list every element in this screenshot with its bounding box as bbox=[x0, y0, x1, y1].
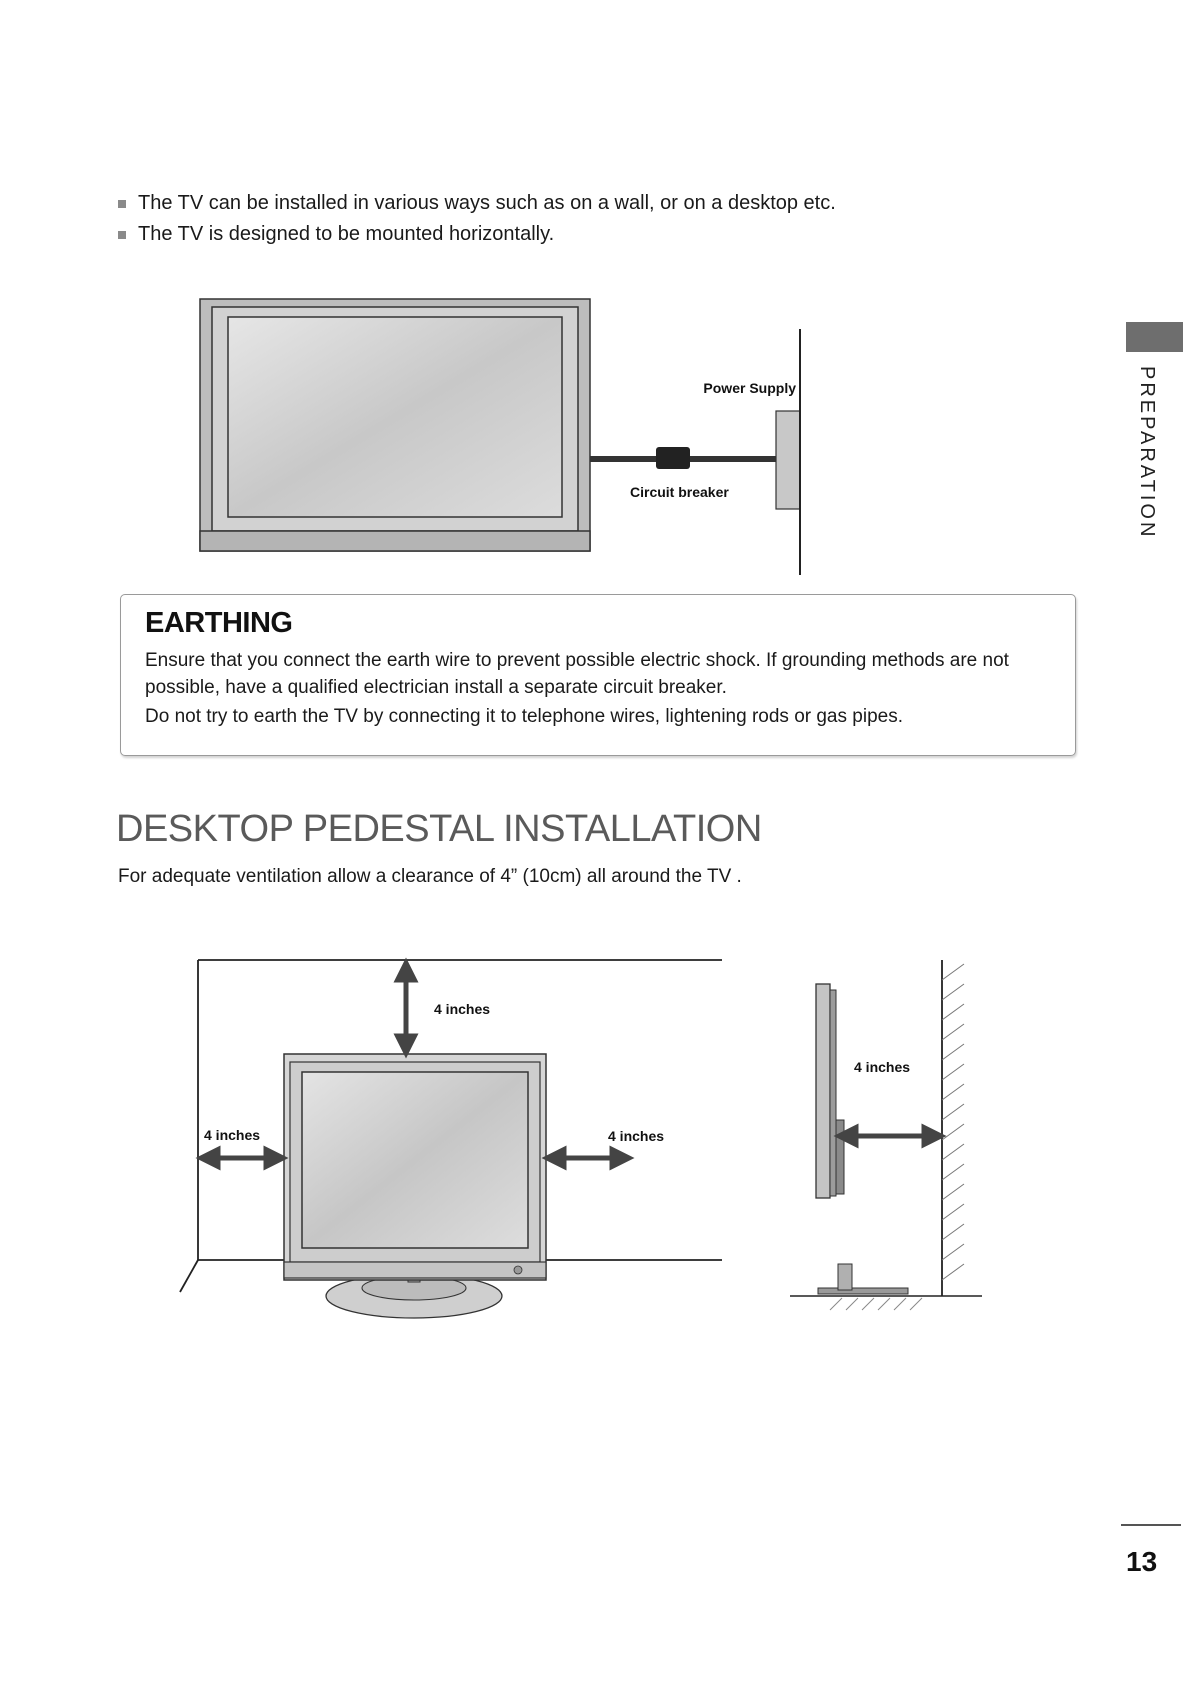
footer-rule bbox=[1121, 1524, 1181, 1526]
left-clearance-label: 4 inches bbox=[204, 1127, 260, 1143]
power-cable bbox=[590, 447, 776, 469]
circuit-breaker-label: Circuit breaker bbox=[630, 484, 729, 500]
bullet-text: The TV can be installed in various ways … bbox=[138, 192, 836, 214]
earthing-text-1: Ensure that you connect the earth wire t… bbox=[145, 650, 1009, 698]
tv-front-on-pedestal bbox=[283, 1053, 547, 1319]
earthing-text-2: Do not try to earth the TV by connecting… bbox=[145, 706, 903, 727]
earthing-heading: EARTHING bbox=[145, 607, 293, 639]
clearance-arrows bbox=[195, 957, 635, 1171]
bullet-list: The TV can be installed in various ways … bbox=[116, 188, 836, 250]
floor-line bbox=[790, 1295, 982, 1311]
tv-side-profile bbox=[815, 983, 909, 1295]
wall-outlet bbox=[775, 329, 801, 575]
bullet-text: The TV is designed to be mounted horizon… bbox=[138, 223, 555, 245]
wall-hatching bbox=[941, 960, 965, 1296]
bullet-square-icon bbox=[118, 231, 126, 239]
section-title: DESKTOP PEDESTAL INSTALLATION bbox=[116, 808, 762, 850]
bullet-item: The TV can be installed in various ways … bbox=[116, 188, 836, 219]
tv-power-diagram: Power Supply Circuit breaker bbox=[199, 298, 801, 575]
side-clearance-label: 4 inches bbox=[854, 1059, 910, 1075]
page-number: 13 bbox=[1126, 1546, 1158, 1577]
bullet-square-icon bbox=[118, 200, 126, 208]
front-clearance-diagram: 4 inches 4 inches 4 inches bbox=[179, 957, 722, 1319]
top-clearance-label: 4 inches bbox=[434, 1001, 490, 1017]
tv-front-illustration bbox=[199, 298, 591, 552]
section-side-label: PREPARATION bbox=[1136, 366, 1158, 540]
bullet-item: The TV is designed to be mounted horizon… bbox=[116, 219, 836, 250]
side-clearance-diagram: 4 inches bbox=[790, 960, 982, 1311]
power-supply-label: Power Supply bbox=[703, 380, 796, 396]
section-subtitle: For adequate ventilation allow a clearan… bbox=[118, 866, 742, 887]
right-clearance-label: 4 inches bbox=[608, 1128, 664, 1144]
earthing-notice-box: EARTHING Ensure that you connect the ear… bbox=[120, 594, 1076, 756]
section-tab-marker bbox=[1126, 322, 1183, 352]
